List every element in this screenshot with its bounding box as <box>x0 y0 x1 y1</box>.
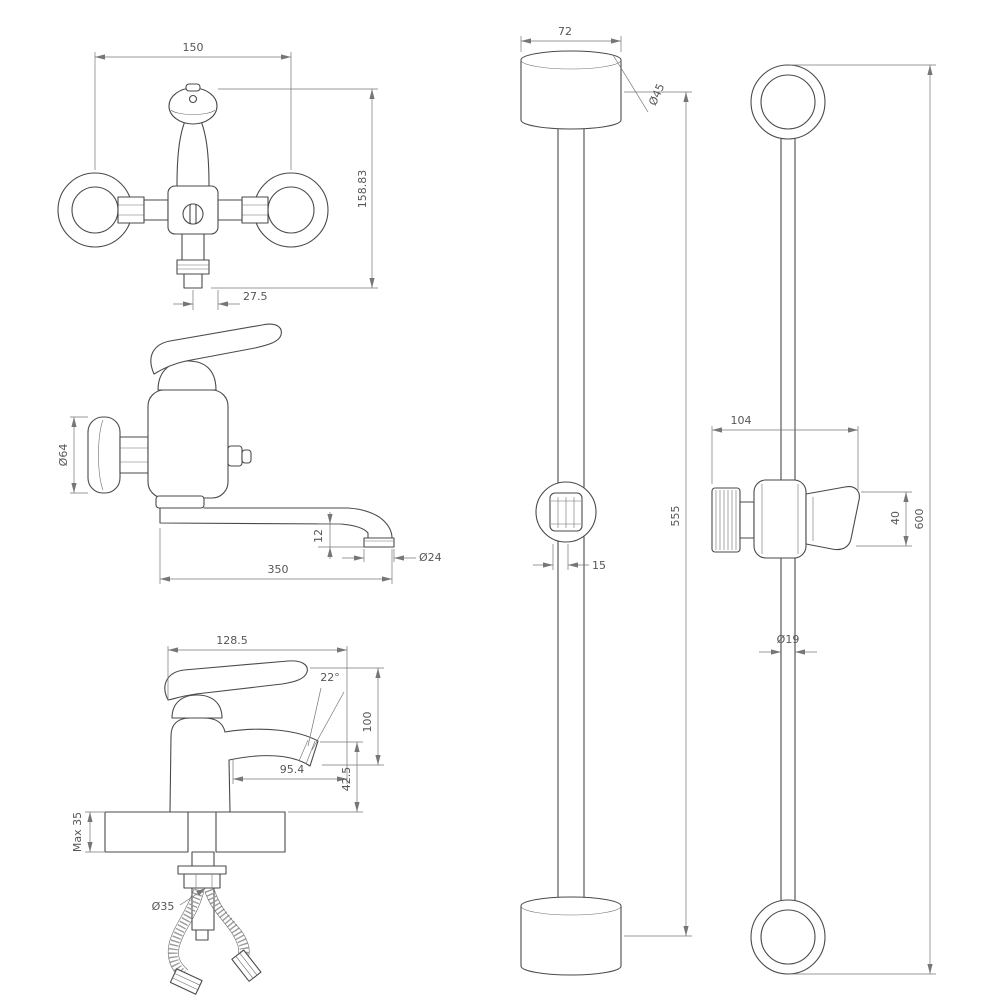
dim-basin-hole-diameter: Ø35 <box>152 900 175 913</box>
dim-basin-spout-reach: 95.4 <box>280 763 305 776</box>
dim-mixer-total-height: 158.83 <box>356 170 369 209</box>
dim-mixer-spout-reach: 350 <box>268 563 289 576</box>
slide-rail-side-view <box>711 64 860 975</box>
dim-basin-outlet-angle: 22° <box>320 671 340 684</box>
dim-rail-tube-diameter: Ø19 <box>777 633 800 646</box>
dim-basin-deck-thickness: Max 35 <box>71 812 84 852</box>
slide-rail-front-dimensions: 72 Ø45 555 15 <box>520 25 692 937</box>
slide-rail-side-dimensions: 104 40 600 Ø19 <box>711 64 936 975</box>
basin-mixer-dimensions: 128.5 22° 100 95.4 42.5 Max 35 Ø35 <box>71 634 384 913</box>
dim-mixer-flange-diameter: Ø64 <box>57 444 70 467</box>
dim-rail-bracket-width: 72 <box>558 25 572 38</box>
slide-rail-front-view <box>520 50 622 976</box>
dim-basin-height: 100 <box>361 712 374 733</box>
dim-mixer-spout-drop: 12 <box>312 529 325 543</box>
shower-mixer-front-dimensions: 150 158.83 27.5 <box>94 41 378 310</box>
dim-rail-holder-length: 104 <box>731 414 752 427</box>
shower-mixer-side-dimensions: Ø64 12 Ø24 350 <box>57 416 442 584</box>
dim-rail-overall-length: 600 <box>913 509 926 530</box>
dim-mixer-connection-width: 150 <box>183 41 204 54</box>
basin-mixer-view <box>104 660 319 995</box>
shower-mixer-front-view <box>57 83 329 289</box>
dim-mixer-aerator-diameter: Ø24 <box>419 551 442 564</box>
dim-rail-slider-width: 15 <box>592 559 606 572</box>
dim-mixer-outlet-offset: 27.5 <box>243 290 268 303</box>
dim-rail-bracket-diameter: Ø45 <box>646 82 667 108</box>
dim-rail-bracket-centers: 555 <box>669 506 682 527</box>
dim-basin-body-length: 128.5 <box>216 634 248 647</box>
shower-mixer-side-view <box>87 323 395 548</box>
dim-basin-outlet-height: 42.5 <box>340 767 353 792</box>
dim-rail-holder-height: 40 <box>889 511 902 525</box>
